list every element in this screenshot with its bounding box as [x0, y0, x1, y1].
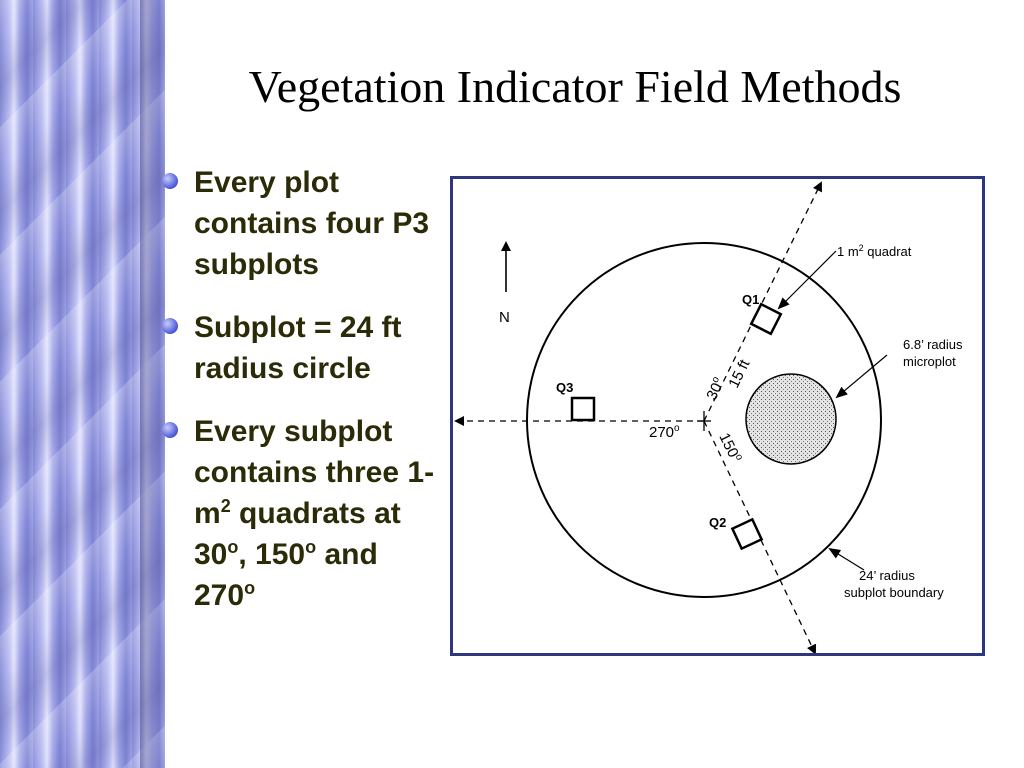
quadrat-callout-arrow	[777, 250, 837, 310]
bullet-list: Every plot contains four P3 subplots Sub…	[160, 162, 435, 638]
diagram-canvas: N Q1 Q2 Q3 30o 15 ft 150o 270o 1 m2 quad…	[454, 181, 963, 653]
microplot-callout-label-1: 6.8’ radius	[903, 337, 963, 352]
subplot-layout-diagram: N Q1 Q2 Q3 30o 15 ft 150o 270o 1 m2 quad…	[450, 176, 985, 656]
boundary-callout-arrow	[828, 547, 865, 571]
quadrat-callout-label: 1 m2 quadrat	[837, 243, 912, 259]
angle-150-label: 150o	[715, 430, 745, 466]
bullet-text: Subplot = 24 ft radius circle	[194, 311, 402, 385]
bullet-item: Subplot = 24 ft radius circle	[160, 307, 435, 389]
microplot-callout-arrow	[835, 354, 888, 399]
angle-30-label: 30o	[702, 374, 728, 402]
quadrat-q2	[730, 517, 764, 551]
boundary-callout-label-1: 24’ radius	[859, 568, 915, 583]
subplot-boundary-circle	[526, 242, 882, 598]
bullet-text: Every subplot contains three 1-m2 quadra…	[194, 415, 435, 612]
decorative-side-bar	[0, 0, 165, 768]
quadrat-q3	[570, 396, 596, 422]
bullet-text: Every plot contains four P3 subplots	[194, 166, 430, 281]
microplot-circle	[745, 373, 837, 465]
bullet-item: Every subplot contains three 1-m2 quadra…	[160, 411, 435, 616]
distance-label: 15 ft	[725, 356, 753, 390]
bullet-dot-icon	[162, 173, 178, 189]
microplot-callout-label-2: microplot	[903, 354, 956, 369]
bullet-dot-icon	[162, 422, 178, 438]
azimuth-150-line	[703, 420, 817, 653]
boundary-callout-label-2: subplot boundary	[844, 585, 944, 600]
angle-270-label: 270o	[649, 423, 680, 441]
quadrat-q2-label: Q2	[709, 515, 726, 530]
quadrat-q3-label: Q3	[556, 380, 573, 395]
bullet-item: Every plot contains four P3 subplots	[160, 162, 435, 285]
azimuth-30-line	[703, 181, 822, 422]
quadrat-q1-label: Q1	[742, 292, 759, 307]
side-bar-shadow	[140, 0, 165, 768]
quadrat-q1	[749, 302, 783, 336]
north-label: N	[499, 309, 510, 326]
bullet-dot-icon	[162, 318, 178, 334]
slide-title: Vegetation Indicator Field Methods	[248, 61, 902, 112]
